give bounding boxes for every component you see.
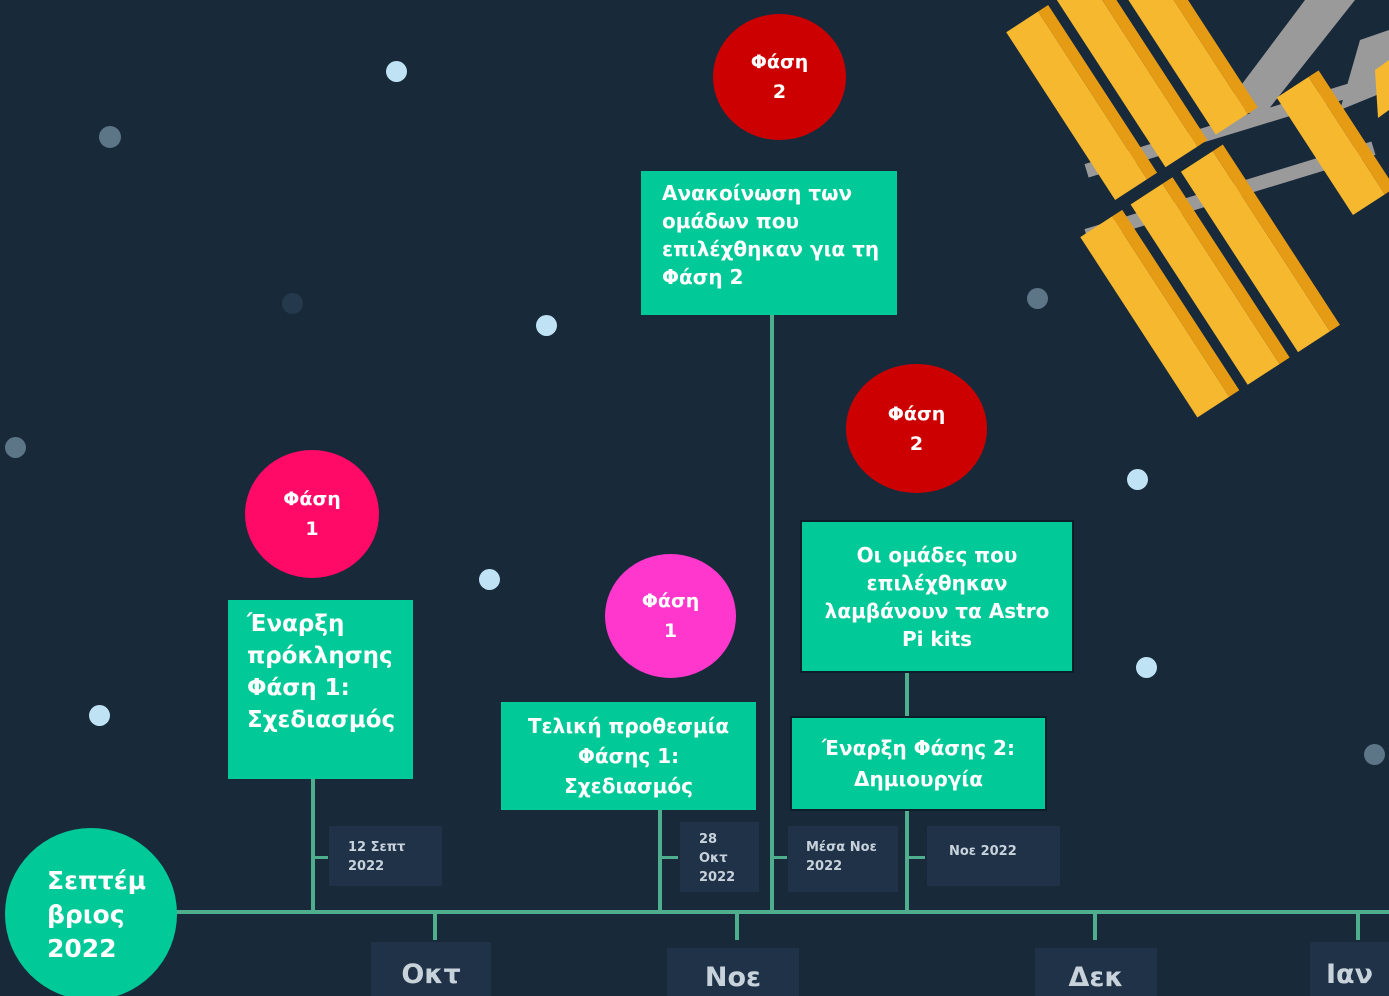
- event-phase-1-deadline: Τελική προθεσμία Φάσης 1: Σχεδιασμός: [501, 702, 756, 810]
- phase-1-badge: Φάση 1: [245, 450, 379, 578]
- month-tick-dek: [1093, 914, 1097, 940]
- event-line: Σχεδιασμός: [247, 707, 396, 733]
- connector-event-4: [905, 808, 909, 912]
- timeline-start-circle: Σεπτέμ βριος 2022: [5, 828, 177, 996]
- event-line: ομάδων που: [662, 209, 799, 233]
- star: [1364, 744, 1385, 765]
- phase-2-badge: Φάση 2: [846, 364, 987, 493]
- month-tick-okt: [433, 914, 437, 940]
- star: [1027, 288, 1048, 309]
- event-phase-2-start: Έναρξη Φάσης 2: Δημιουργία: [790, 716, 1047, 811]
- phase-1-badge-word: Φάση: [641, 590, 700, 612]
- solar-panels-lower: [1080, 144, 1340, 418]
- star: [536, 315, 557, 336]
- phase-1-badge: Φάση 1: [605, 554, 736, 678]
- event-phase-2-announcement: Ανακοίνωση των ομάδων που επιλέχθηκαν γι…: [641, 171, 897, 315]
- event-line: Φάσης 1:: [577, 744, 680, 768]
- month-tick-ian: [1356, 914, 1360, 940]
- phase-2-badge: Φάση 2: [713, 14, 846, 140]
- date-label: Μέσα Νοε 2022: [788, 826, 898, 892]
- date-label: Νοε 2022: [927, 826, 1060, 886]
- date-line: 2022: [348, 859, 385, 874]
- date-line: 2022: [806, 859, 843, 874]
- date-line: Οκτ: [699, 851, 728, 866]
- connector-event-3: [770, 314, 774, 912]
- connector-event-3-date: [772, 856, 787, 859]
- start-line: βριος: [47, 900, 125, 929]
- event-line: Φάση 2: [662, 265, 744, 289]
- event-line: Pi kits: [901, 626, 973, 651]
- start-line: 2022: [47, 934, 117, 963]
- date-line: 2022: [699, 870, 736, 885]
- month-label-noe: Νοε: [667, 948, 799, 996]
- date-line: 12 Σεπτ: [348, 840, 406, 855]
- star: [386, 61, 407, 82]
- space-station-illustration: [1006, 0, 1389, 418]
- month-label-okt: Οκτ: [371, 942, 491, 996]
- date-line: 28: [699, 832, 718, 847]
- star: [5, 437, 26, 458]
- event-line: επιλέχθηκαν: [866, 570, 1008, 595]
- date-line: Νοε 2022: [949, 844, 1017, 859]
- phase-2-badge-number: 2: [909, 432, 924, 455]
- event-line: Έναρξη Φάσης 2:: [822, 735, 1015, 760]
- phase-2-badge-word: Φάση: [750, 51, 809, 73]
- month-label-dek: Δεκ: [1035, 948, 1157, 996]
- connector-event-5: [905, 672, 909, 718]
- phase-2-badge-number: 2: [772, 81, 787, 103]
- solar-panel-right: [1276, 70, 1389, 216]
- event-line: Φάση 1:: [247, 675, 350, 701]
- connector-event-2: [658, 808, 662, 912]
- event-line: επιλέχθηκαν για τη: [662, 237, 880, 261]
- event-line: πρόκλησης: [247, 643, 393, 669]
- star: [99, 126, 121, 148]
- star: [89, 705, 110, 726]
- star: [282, 293, 303, 314]
- month-label-ian: Ιαν: [1310, 942, 1389, 996]
- event-line: Δημιουργία: [854, 766, 983, 791]
- star: [1136, 657, 1157, 678]
- event-challenge-start: Έναρξη πρόκλησης Φάση 1: Σχεδιασμός: [228, 600, 413, 779]
- event-line: Οι ομάδες που: [856, 542, 1018, 567]
- connector-event-4-date: [907, 856, 925, 859]
- event-line: Ανακοίνωση των: [662, 181, 853, 205]
- event-astro-pi-kits: Οι ομάδες που επιλέχθηκαν λαμβάνουν τα A…: [800, 520, 1074, 673]
- connector-event-1: [311, 778, 315, 912]
- phase-2-badge-word: Φάση: [887, 402, 946, 425]
- solar-panels-upper: [1006, 0, 1258, 200]
- star: [479, 569, 500, 590]
- month-tick-noe: [735, 914, 739, 940]
- date-label: 28 Οκτ 2022: [680, 822, 759, 892]
- timeline-axis: [170, 910, 1389, 914]
- event-line: Σχεδιασμός: [564, 774, 693, 798]
- event-line: Τελική προθεσμία: [527, 714, 730, 738]
- event-line: λαμβάνουν τα Astro: [824, 598, 1050, 623]
- connector-event-1-date: [313, 856, 328, 859]
- date-line: Μέσα Νοε: [806, 840, 877, 855]
- start-line: Σεπτέμ: [47, 866, 147, 895]
- star: [1127, 469, 1148, 490]
- phase-1-badge-number: 1: [305, 518, 319, 540]
- phase-1-badge-number: 1: [663, 620, 678, 642]
- phase-1-badge-word: Φάση: [283, 488, 341, 510]
- date-label: 12 Σεπτ 2022: [329, 826, 442, 886]
- connector-event-2-date: [660, 856, 678, 859]
- event-line: Έναρξη: [247, 611, 345, 637]
